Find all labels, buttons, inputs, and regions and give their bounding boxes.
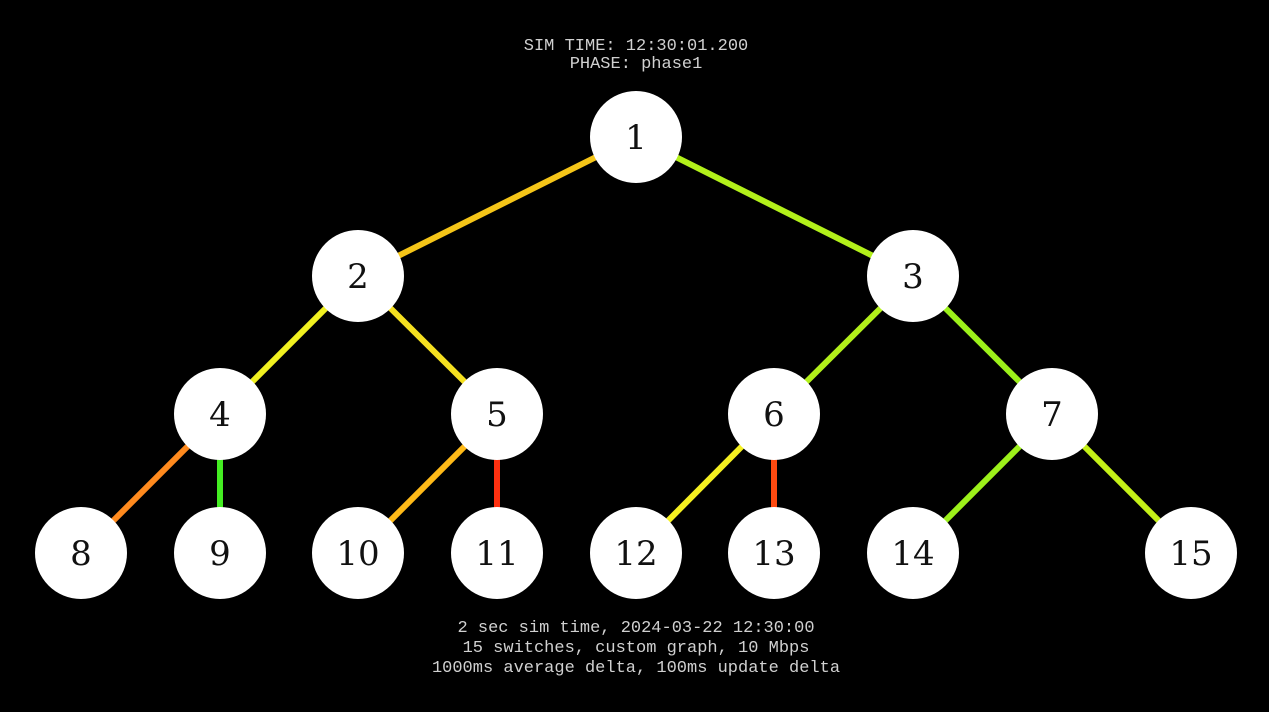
switch-node-label: 4 <box>209 395 231 435</box>
switch-node-circle <box>35 507 127 599</box>
switch-node-label: 11 <box>475 534 518 574</box>
switch-node-label: 1 <box>625 118 647 158</box>
switch-node-label: 8 <box>70 534 92 574</box>
switch-node-2: 2 <box>312 230 404 322</box>
footer-line-delta-config: 1000ms average delta, 100ms update delta <box>432 659 840 678</box>
link-1-2 <box>356 134 638 279</box>
switch-node-circle <box>728 368 820 460</box>
switch-node-label: 6 <box>763 395 785 435</box>
switch-node-label: 7 <box>1041 395 1063 435</box>
switch-node-4: 4 <box>174 368 266 460</box>
switch-node-label: 2 <box>347 257 369 297</box>
switch-node-15: 15 <box>1145 507 1237 599</box>
switch-node-8: 8 <box>35 507 127 599</box>
switch-node-13: 13 <box>728 507 820 599</box>
switch-node-circle <box>1145 507 1237 599</box>
switch-node-circle <box>867 230 959 322</box>
switch-node-circle <box>174 507 266 599</box>
switch-node-14: 14 <box>867 507 959 599</box>
link-1-3 <box>634 134 915 279</box>
switch-node-7: 7 <box>1006 368 1098 460</box>
switch-node-5: 5 <box>451 368 543 460</box>
switch-node-circle <box>728 507 820 599</box>
switch-node-11: 11 <box>451 507 543 599</box>
switch-node-12: 12 <box>590 507 682 599</box>
switch-node-circle <box>451 368 543 460</box>
switch-node-label: 14 <box>891 534 934 574</box>
switch-node-1: 1 <box>590 91 682 183</box>
switch-node-9: 9 <box>174 507 266 599</box>
switch-node-circle <box>174 368 266 460</box>
switch-node-6: 6 <box>728 368 820 460</box>
switch-node-3: 3 <box>867 230 959 322</box>
switch-node-label: 10 <box>336 534 379 574</box>
switch-node-circle <box>590 507 682 599</box>
switch-node-label: 9 <box>209 534 231 574</box>
switch-node-label: 13 <box>752 534 795 574</box>
footer-line-sim-duration: 2 sec sim time, 2024-03-22 12:30:00 <box>457 619 814 638</box>
switch-node-circle <box>451 507 543 599</box>
switch-node-label: 12 <box>614 534 657 574</box>
switch-node-circle <box>867 507 959 599</box>
switch-node-label: 3 <box>902 257 924 297</box>
switch-node-circle <box>312 230 404 322</box>
switch-node-10: 10 <box>312 507 404 599</box>
switch-node-circle <box>312 507 404 599</box>
phase-label: PHASE: phase1 <box>570 55 703 74</box>
switch-node-label: 15 <box>1169 534 1212 574</box>
switch-node-label: 5 <box>486 395 508 435</box>
sim-time-label: SIM TIME: 12:30:01.200 <box>524 37 748 56</box>
switch-node-circle <box>1006 368 1098 460</box>
footer-line-network-config: 15 switches, custom graph, 10 Mbps <box>463 639 810 658</box>
switch-node-circle <box>590 91 682 183</box>
